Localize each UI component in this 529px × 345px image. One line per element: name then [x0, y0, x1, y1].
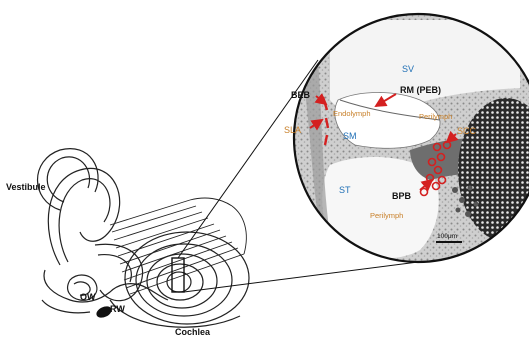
perilymph-lower-label: Perilymph: [370, 211, 403, 220]
sla-label: SLA: [284, 125, 301, 135]
scale-bar-label: 100µm: [437, 233, 457, 240]
rw-label: RW: [110, 304, 125, 314]
st-label: ST: [339, 185, 351, 195]
ow-label: OW: [80, 292, 96, 302]
zoom-line-bottom: [184, 262, 418, 292]
cochlea-label: Cochlea: [175, 327, 211, 337]
beb-label: BEB: [291, 90, 311, 100]
vestibule-label: Vestibule: [6, 182, 46, 192]
sv-label: SV: [402, 64, 414, 74]
bpb-label: BPB: [392, 191, 412, 201]
endolymph-label: Endolymph: [333, 109, 371, 118]
sm-label: SM: [343, 131, 357, 141]
section-highlight-box: [172, 258, 184, 292]
rm-peb-label: RM (PEB): [400, 85, 441, 95]
scc-label: SCC: [457, 126, 477, 136]
perilymph-upper-label: Perilymph: [419, 112, 452, 121]
